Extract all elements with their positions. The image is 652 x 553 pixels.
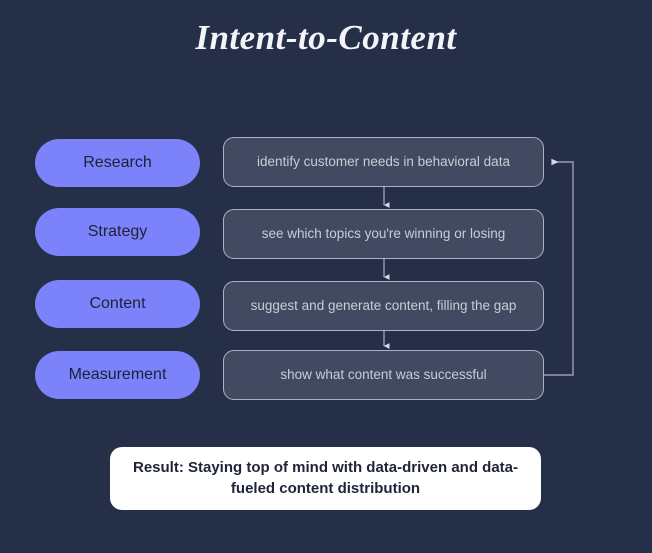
stage-label: Measurement [68,366,167,383]
step-text: show what content was successful [280,367,487,383]
stage-pill-strategy[interactable]: Strategy [35,208,200,256]
step-text: identify customer needs in behavioral da… [257,154,510,170]
connector-feedback-loop [544,158,574,376]
result-banner: Result: Staying top of mind with data-dr… [110,447,541,510]
step-text: see which topics you're winning or losin… [261,226,506,242]
result-text: Result: Staying top of mind with data-dr… [132,459,518,497]
step-box-content[interactable]: suggest and generate content, filling th… [223,281,544,331]
stage-pill-research[interactable]: Research [35,139,200,187]
stage-pill-content[interactable]: Content [35,280,200,328]
step-box-strategy[interactable]: see which topics you're winning or losin… [223,209,544,259]
step-box-research[interactable]: identify customer needs in behavioral da… [223,137,544,187]
stage-pill-measurement[interactable]: Measurement [35,351,200,399]
page-title: Intent-to-Content [195,18,457,57]
stage-label: Content [89,295,146,312]
step-box-measurement[interactable]: show what content was successful [223,350,544,400]
step-text: suggest and generate content, filling th… [250,298,517,314]
stage-label: Strategy [87,223,148,240]
stage-label: Research [83,154,152,171]
